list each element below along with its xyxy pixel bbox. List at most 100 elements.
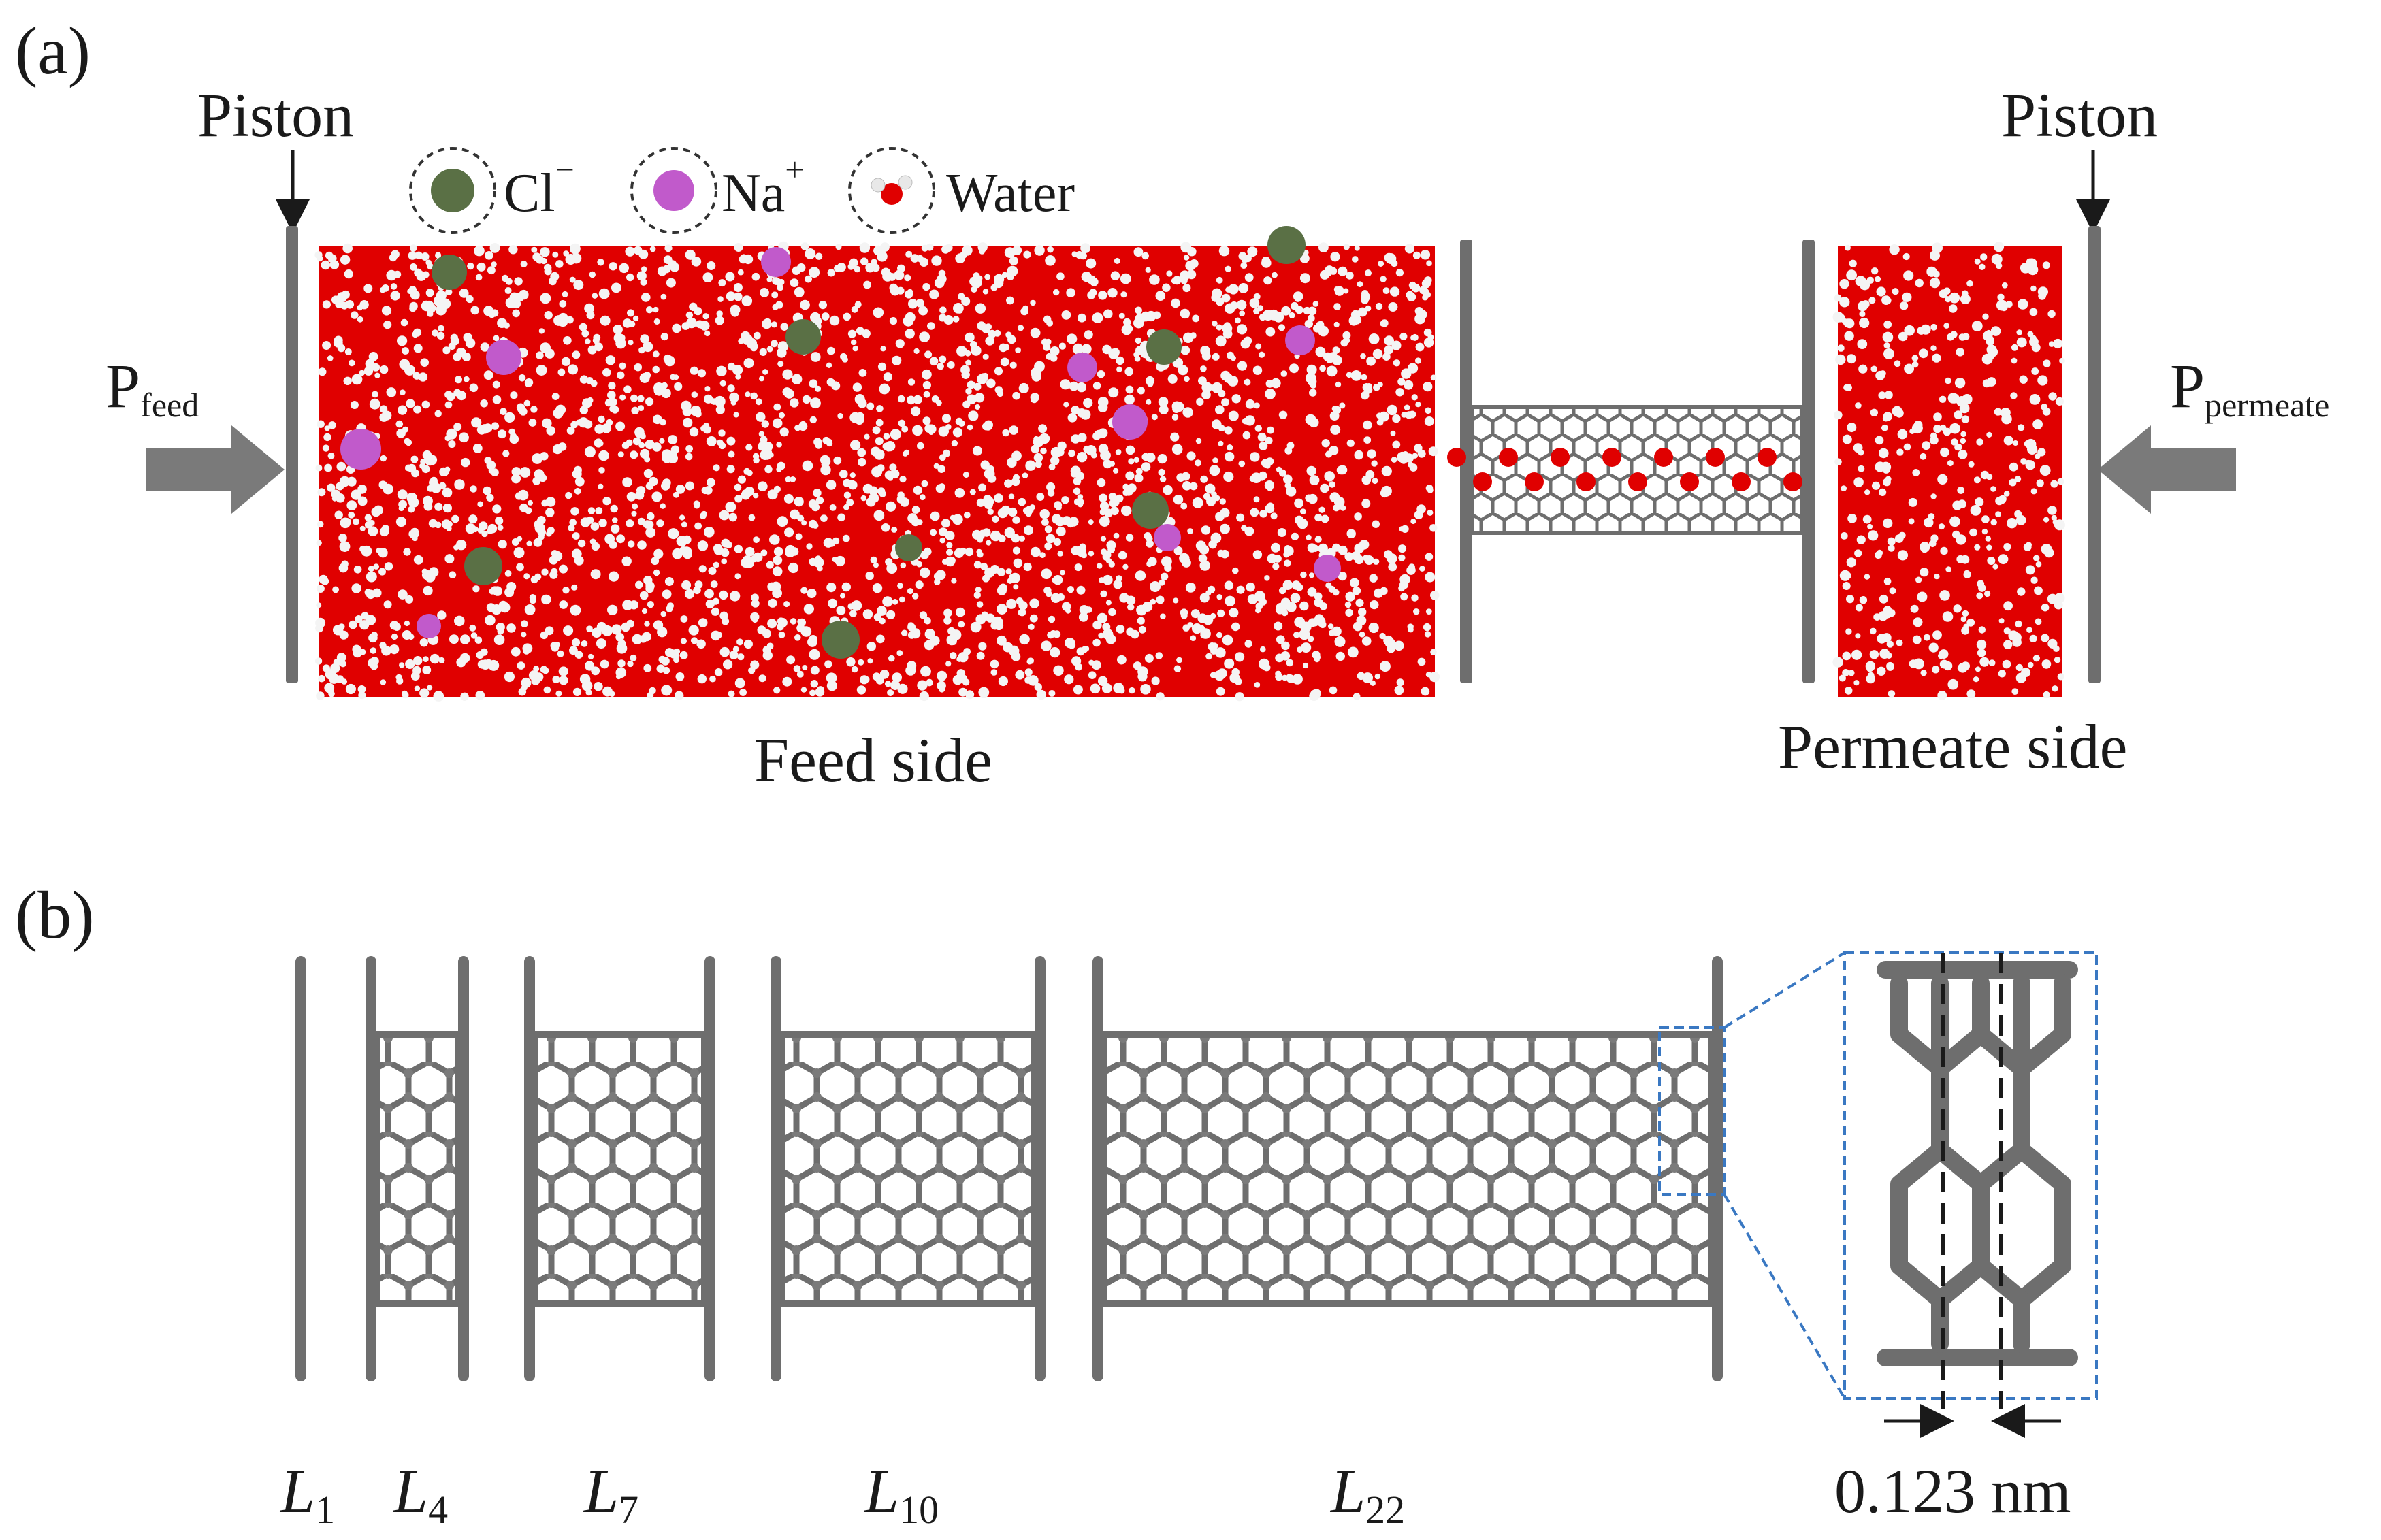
hydrogen-atom [1024,668,1033,676]
hydrogen-atom [1099,516,1110,527]
hydrogen-atom [1855,604,1863,612]
hydrogen-atom [1310,382,1316,389]
hydrogen-atom [1146,561,1153,568]
hydrogen-atom [1344,552,1354,561]
hydrogen-atom [596,638,606,649]
hydrogen-atom [555,260,564,268]
hydrogen-atom [1986,544,1992,551]
hydrogen-atom [734,243,743,252]
hydrogen-atom [649,476,658,487]
hydrogen-atom [1286,659,1294,667]
legend-na-sup: + [785,150,804,189]
hydrogen-atom [1126,627,1135,636]
hydrogen-atom [1029,598,1039,608]
hydrogen-atom [2047,506,2057,515]
hydrogen-atom [1270,512,1278,520]
hydrogen-atom [986,378,996,389]
hydrogen-atom [1222,634,1233,646]
hydrogen-atom [1053,289,1060,296]
hydrogen-atom [1116,356,1124,365]
hydrogen-atom [607,391,616,399]
hydrogen-atom [641,608,648,615]
hydrogen-atom [1223,322,1231,329]
hydrogen-atom [958,621,965,628]
hydrogen-atom [423,656,429,662]
hydrogen-atom [800,687,807,693]
hydrogen-atom [1858,465,1865,472]
hydrogen-atom [1108,561,1115,568]
hydrogen-atom [1000,357,1009,367]
hydrogen-atom [1286,674,1295,683]
hydrogen-atom [449,634,459,644]
hydrogen-atom [1289,312,1295,318]
hydrogen-atom [876,405,884,412]
hydrogen-atom [1003,642,1014,653]
hydrogen-atom [1902,252,1910,261]
hydrogen-atom [437,610,447,620]
hydrogen-atom [895,339,905,348]
hydrogen-atom [1012,516,1020,524]
hydrogen-atom [994,274,1005,284]
hydrogen-atom [920,567,930,578]
hydrogen-atom [1142,602,1153,612]
hydrogen-atom [965,332,975,343]
sodium-ion-icon [653,170,694,211]
hydrogen-atom [1015,670,1025,680]
hydrogen-atom [1899,301,1909,310]
hydrogen-atom [719,611,728,620]
hydrogen-atom [946,548,954,556]
hydrogen-atom [885,441,896,452]
hydrogen-atom [1904,363,1915,374]
hydrogen-atom [1943,287,1951,295]
nanotube-l10 [778,1031,1038,1307]
hydrogen-atom [806,543,813,550]
hydrogen-atom [372,391,378,398]
hydrogen-atom [954,488,965,498]
hydrogen-atom [785,476,792,482]
hydrogen-atom [1391,457,1397,463]
hydrogen-atom [1039,509,1050,519]
hydrogen-atom [1160,613,1166,619]
hydrogen-atom [1201,525,1211,535]
hydrogen-atom [1300,571,1307,578]
hydrogen-atom [1235,317,1241,324]
hydrogen-atom [1050,354,1058,362]
hydrogen-atom [1875,461,1885,472]
hydrogen-atom [1876,286,1886,297]
hydrogen-atom [963,648,971,655]
hydrogen-atom [997,635,1007,646]
hydrogen-atom [1998,554,2009,565]
hydrogen-atom [1845,244,1851,251]
hydrogen-atom [1205,483,1216,494]
hydrogen-atom [778,278,785,286]
hydrogen-atom [1252,365,1263,375]
hydrogen-atom [1998,618,2005,624]
hydrogen-atom [977,536,984,543]
hydrogen-atom [615,632,625,642]
hydrogen-atom [395,420,404,428]
hydrogen-atom [1225,303,1235,314]
hydrogen-atom [1225,451,1235,462]
hydrogen-atom [1135,313,1146,324]
hydrogen-atom [609,405,617,413]
hydrogen-atom [397,489,408,500]
hydrogen-atom [1354,512,1362,521]
hydrogen-atom [1343,288,1349,294]
hydrogen-atom [544,263,552,272]
hydrogen-atom [502,450,510,457]
hydrogen-atom [1235,678,1242,685]
hydrogen-atom [1381,465,1392,476]
hydrogen-atom [779,412,785,419]
hydrogen-atom [1019,634,1030,645]
hydrogen-atom [889,463,897,472]
hydrogen-atom [1052,514,1062,524]
permeate-water-box [1838,246,2062,697]
hydrogen-atom [1894,360,1901,367]
hydrogen-atom [530,406,538,413]
hydrogen-atom [773,403,781,411]
hydrogen-atom [1111,348,1120,357]
hydrogen-atom [1982,379,1991,388]
hydrogen-atom [1859,317,1870,329]
hydrogen-atom [1216,632,1222,638]
hydrogen-atom [419,688,430,698]
